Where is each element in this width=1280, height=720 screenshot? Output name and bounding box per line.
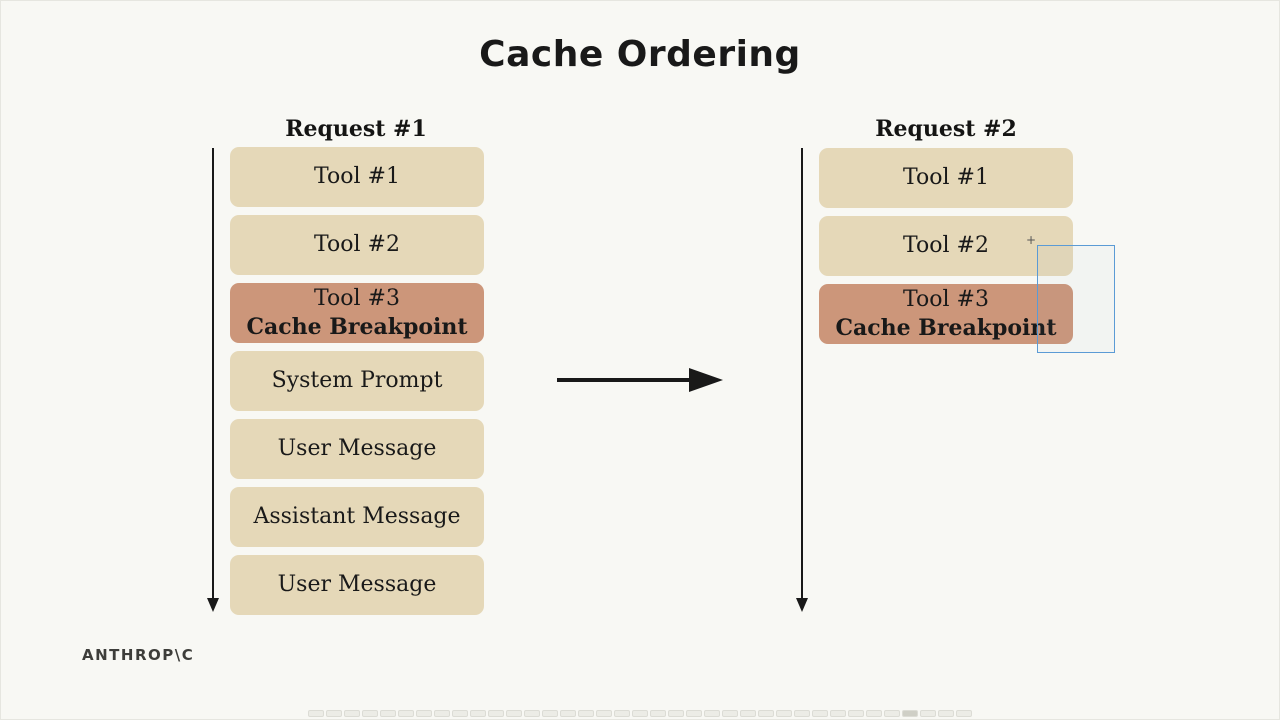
selection-marquee[interactable] <box>1037 245 1115 353</box>
slide-pager[interactable] <box>308 710 972 718</box>
transition-arrow-icon <box>689 368 723 392</box>
slide-thumbnail[interactable] <box>740 710 756 717</box>
slide-thumbnail[interactable] <box>578 710 594 717</box>
slide-thumbnail[interactable] <box>344 710 360 717</box>
slide-thumbnail[interactable] <box>596 710 612 717</box>
request-1-block-user-message-2: User Message <box>230 555 484 615</box>
transition-arrow-shaft <box>557 378 695 382</box>
slide-thumbnail[interactable] <box>794 710 810 717</box>
slide-thumbnail[interactable] <box>920 710 936 717</box>
block-label: Tool #3 <box>314 286 400 311</box>
slide-thumbnail[interactable] <box>524 710 540 717</box>
cache-breakpoint-label: Cache Breakpoint <box>246 314 468 340</box>
anthropic-logo: ANTHROP\C <box>82 646 195 664</box>
request-2-block-tool-2: Tool #2 <box>819 216 1073 276</box>
cache-breakpoint-label: Cache Breakpoint <box>835 315 1057 341</box>
block-label: Tool #2 <box>314 232 400 257</box>
request-1-block-tool-2: Tool #2 <box>230 215 484 275</box>
request-1-block-tool-1: Tool #1 <box>230 147 484 207</box>
request-1-heading: Request #1 <box>285 116 427 142</box>
block-label: Tool #3 <box>903 287 989 312</box>
slide-thumbnail[interactable] <box>362 710 378 717</box>
slide-thumbnail[interactable] <box>416 710 432 717</box>
slide-thumbnail[interactable] <box>560 710 576 717</box>
block-label: Tool #1 <box>903 165 989 190</box>
block-label: User Message <box>277 436 437 461</box>
slide-thumbnail[interactable] <box>866 710 882 717</box>
slide-title: Cache Ordering <box>479 34 801 75</box>
slide-thumbnail[interactable] <box>848 710 864 717</box>
slide-thumbnail[interactable] <box>812 710 828 717</box>
slide-thumbnail[interactable] <box>488 710 504 717</box>
slide-thumbnail[interactable] <box>650 710 666 717</box>
request-2-order-axis <box>801 148 803 604</box>
slide-thumbnail[interactable] <box>722 710 738 717</box>
crosshair-cursor-icon: + <box>1026 233 1037 247</box>
block-label: Assistant Message <box>253 504 461 529</box>
slide-thumbnail[interactable] <box>758 710 774 717</box>
slide-thumbnail[interactable] <box>398 710 414 717</box>
request-2-axis-arrowhead <box>796 598 808 612</box>
block-label: User Message <box>277 572 437 597</box>
slide-thumbnail[interactable] <box>956 710 972 717</box>
slide-thumbnail[interactable] <box>776 710 792 717</box>
block-label: Tool #1 <box>314 164 400 189</box>
request-2-block-tool-1: Tool #1 <box>819 148 1073 208</box>
slide-thumbnail[interactable] <box>452 710 468 717</box>
request-1-block-tool-3-cache-breakpoint: Tool #3 Cache Breakpoint <box>230 283 484 343</box>
block-label: System Prompt <box>271 368 443 393</box>
slide-thumbnail[interactable] <box>542 710 558 717</box>
slide-thumbnail[interactable] <box>938 710 954 717</box>
request-2-heading: Request #2 <box>875 116 1017 142</box>
slide-thumbnail[interactable] <box>632 710 648 717</box>
request-1-block-assistant-message: Assistant Message <box>230 487 484 547</box>
slide-thumbnail[interactable] <box>380 710 396 717</box>
slide-thumbnail[interactable] <box>434 710 450 717</box>
request-1-order-axis <box>212 148 214 604</box>
slide-thumbnail[interactable] <box>470 710 486 717</box>
request-1-block-user-message-1: User Message <box>230 419 484 479</box>
slide-thumbnail[interactable] <box>704 710 720 717</box>
slide-thumbnail[interactable] <box>830 710 846 717</box>
slide-thumbnail[interactable] <box>326 710 342 717</box>
request-2-block-tool-3-cache-breakpoint: Tool #3 Cache Breakpoint <box>819 284 1073 344</box>
slide-thumbnail[interactable] <box>506 710 522 717</box>
request-1-block-system-prompt: System Prompt <box>230 351 484 411</box>
slide-thumbnail[interactable] <box>686 710 702 717</box>
slide-thumbnail[interactable] <box>884 710 900 717</box>
slide-thumbnail[interactable] <box>614 710 630 717</box>
block-label: Tool #2 <box>903 233 989 258</box>
slide-thumbnail[interactable] <box>668 710 684 717</box>
slide-thumbnail[interactable] <box>902 710 918 717</box>
request-1-axis-arrowhead <box>207 598 219 612</box>
slide-thumbnail[interactable] <box>308 710 324 717</box>
